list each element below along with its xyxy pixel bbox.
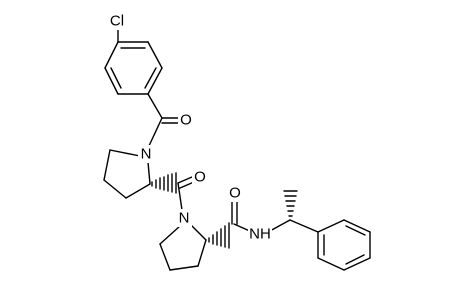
- carbonyl-n1-bond: [147, 117, 163, 149]
- carbonyl-3: [231, 201, 238, 225]
- carbonyl-2: [177, 176, 195, 189]
- chiral-phenyl-bond: [289, 219, 319, 233]
- carbonyl-n2-bond: [177, 182, 183, 211]
- atom-n2: N: [179, 210, 190, 227]
- atom-o1: O: [180, 112, 192, 129]
- atom-n1: N: [141, 146, 152, 163]
- hashed-wedge-methyl: [283, 190, 298, 217]
- hashed-wedge-2: [208, 222, 230, 249]
- atom-o2: O: [194, 169, 206, 186]
- hashed-wedge-1: [151, 172, 177, 194]
- phenyl-ring: [317, 219, 371, 271]
- pyrrolidine-ring-2: [159, 225, 207, 271]
- pyrrolidine-ring-1: [103, 149, 151, 199]
- aryl-carbonyl-bond: [147, 93, 163, 119]
- atom-labels: Cl N O O N O NH: [104, 12, 272, 243]
- atom-o3: O: [229, 185, 241, 202]
- chlorophenyl-ring: [104, 41, 163, 95]
- atom-cl: Cl: [110, 13, 124, 30]
- carbonyl-1: [161, 117, 182, 124]
- atom-nh: NH: [249, 226, 271, 243]
